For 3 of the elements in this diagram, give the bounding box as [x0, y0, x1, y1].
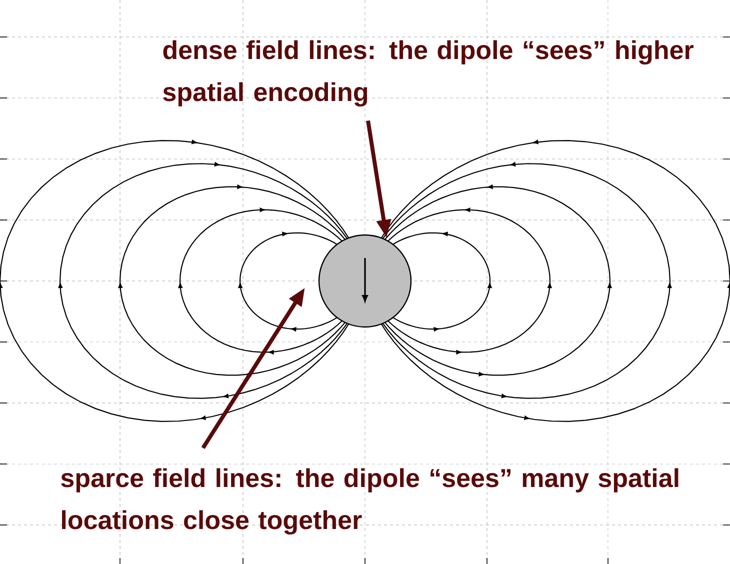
dipole-circle	[318, 234, 412, 328]
annotation-text: dense field lines: the dipole “sees” higher spatial encoding	[163, 40, 694, 107]
annotation-text: sparce field lines: the dipole “sees” many spatial locations close together	[61, 468, 678, 535]
